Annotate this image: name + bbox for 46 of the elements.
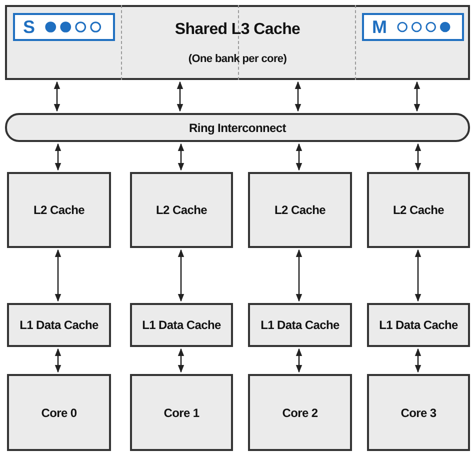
cache-box xyxy=(130,303,233,347)
box-label: L1 Data Cache xyxy=(260,318,340,332)
cache-box xyxy=(248,303,352,347)
arrow xyxy=(296,348,302,373)
box-label: Ring Interconnect xyxy=(189,120,286,134)
core-box xyxy=(367,374,470,451)
cache-box xyxy=(367,303,470,347)
state-letter: M xyxy=(372,16,387,38)
box-label: L2 Cache xyxy=(156,203,207,217)
box-label: Core 1 xyxy=(164,406,200,420)
arrow xyxy=(414,249,422,302)
box-label: L2 Cache xyxy=(34,203,84,217)
arrow xyxy=(178,249,184,302)
box-note: (One bank per core) xyxy=(188,52,287,64)
state-letter: S xyxy=(23,16,36,38)
arrow xyxy=(296,249,302,302)
arrow xyxy=(414,81,420,112)
arrow xyxy=(54,348,62,373)
core-box xyxy=(130,374,233,451)
box-label: Core 3 xyxy=(400,406,436,420)
arrow xyxy=(294,81,302,112)
cache-box xyxy=(130,172,233,248)
arrow xyxy=(54,249,62,302)
cache-box xyxy=(7,172,111,248)
box-label: L1 Data Cache xyxy=(379,318,458,332)
core-box xyxy=(7,374,111,451)
arrow xyxy=(414,143,422,171)
arrow xyxy=(178,143,184,171)
interconnect-bar xyxy=(5,113,470,142)
box-label: Core 2 xyxy=(282,406,318,420)
box-label: L1 Data Cache xyxy=(20,318,98,332)
core-box xyxy=(248,374,352,451)
arrow xyxy=(178,348,184,373)
arrow xyxy=(54,143,62,171)
arrow xyxy=(414,348,422,373)
box-label: L2 Cache xyxy=(274,203,326,217)
cache-box xyxy=(248,172,352,248)
box-label: L1 Data Cache xyxy=(142,318,221,332)
arrow xyxy=(54,81,60,112)
arrow xyxy=(296,143,302,171)
box-label: L2 Cache xyxy=(393,203,444,217)
box-label: Core 0 xyxy=(41,406,77,420)
box-label: Shared L3 Cache xyxy=(174,20,300,38)
cache-box xyxy=(367,172,470,248)
cache-box xyxy=(7,303,111,347)
arrow xyxy=(176,81,184,112)
